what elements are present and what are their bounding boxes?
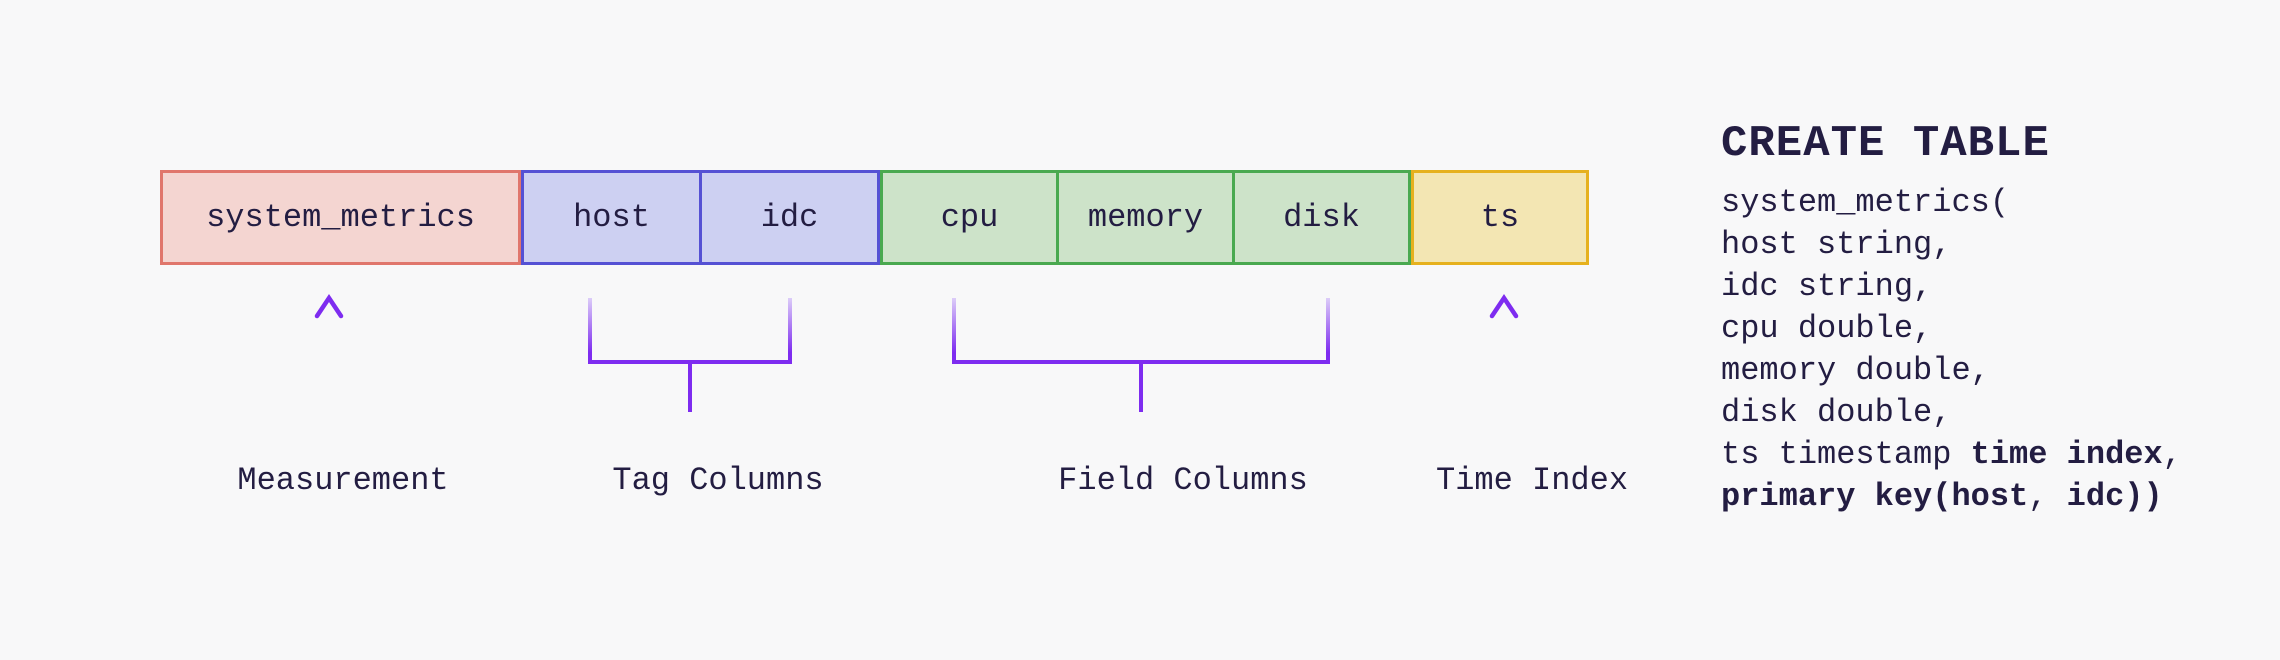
sql-line: host string, xyxy=(1721,226,1952,263)
table-boxes-row: system_metrics host idc cpu memory disk … xyxy=(160,170,1589,265)
box-idc-label: idc xyxy=(760,199,819,236)
sql-code-block: system_metrics( host string, idc string,… xyxy=(1721,182,2182,518)
box-cpu-label: cpu xyxy=(940,199,999,236)
box-idc: idc xyxy=(699,170,880,265)
bracket-left-line xyxy=(588,298,592,362)
sql-line: idc string, xyxy=(1721,268,1933,305)
sql-line: system_metrics( xyxy=(1721,184,2010,221)
tag-columns-label: Tag Columns xyxy=(612,462,824,499)
bracket-horizontal-line xyxy=(588,360,792,364)
measurement-up-arrow-icon xyxy=(314,293,344,412)
bracket-stem-line xyxy=(1139,364,1143,412)
box-memory-label: memory xyxy=(1087,199,1204,236)
box-ts-label: ts xyxy=(1480,199,1520,236)
box-host-label: host xyxy=(573,199,650,236)
tag-columns-bracket-icon xyxy=(588,298,792,414)
sql-line: cpu double, xyxy=(1721,310,1933,347)
bracket-horizontal-line xyxy=(952,360,1330,364)
bracket-stem-line xyxy=(688,364,692,412)
box-system-metrics: system_metrics xyxy=(160,170,521,265)
sql-line: ts timestamp time index, xyxy=(1721,436,2182,473)
field-columns-label: Field Columns xyxy=(1058,462,1308,499)
bracket-left-line xyxy=(952,298,956,362)
box-disk-label: disk xyxy=(1283,199,1360,236)
box-disk: disk xyxy=(1232,170,1411,265)
time-index-up-arrow-icon xyxy=(1489,293,1519,412)
sql-line: disk double, xyxy=(1721,394,1952,431)
box-host: host xyxy=(521,170,702,265)
sql-create-table-title: CREATE TABLE xyxy=(1721,119,2050,169)
bracket-right-line xyxy=(788,298,792,362)
bracket-right-line xyxy=(1326,298,1330,362)
box-ts: ts xyxy=(1411,170,1589,265)
box-system-metrics-label: system_metrics xyxy=(206,199,475,236)
box-cpu: cpu xyxy=(880,170,1059,265)
sql-line: memory double, xyxy=(1721,352,1990,389)
sql-line: primary key(host, idc)) xyxy=(1721,478,2163,515)
time-index-label: Time Index xyxy=(1435,462,1629,499)
box-memory: memory xyxy=(1056,170,1235,265)
measurement-label: Measurement xyxy=(237,462,449,499)
field-columns-bracket-icon xyxy=(952,298,1330,414)
